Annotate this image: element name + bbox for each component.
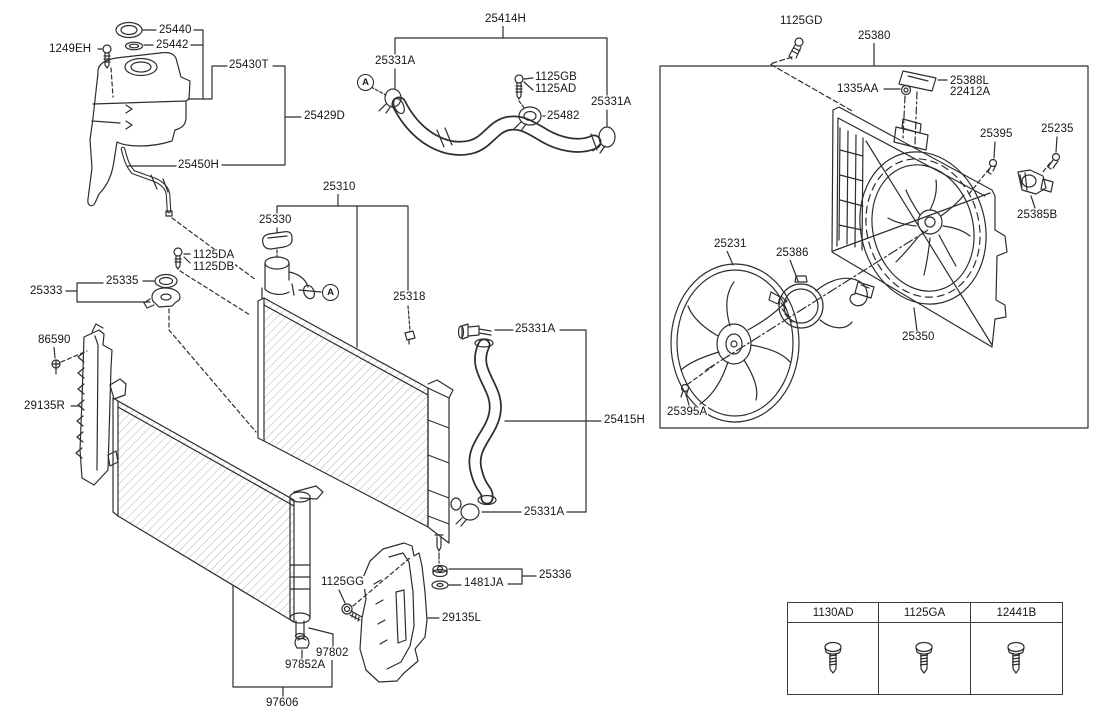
clip-25318	[404, 330, 416, 345]
part-label-25482: 25482	[546, 110, 581, 123]
outlet-fitting	[457, 323, 492, 340]
radiator-core	[263, 297, 429, 528]
part-label-1125GD: 1125GD	[779, 15, 824, 28]
part-label-25331A-1: 25331A	[374, 55, 417, 68]
part-label-1481JA: 1481JA	[463, 577, 505, 590]
part-label-97606: 97606	[265, 697, 300, 710]
part-label-25414H: 25414H	[484, 13, 527, 26]
part-label-29135R: 29135R	[23, 400, 66, 413]
fan-blade	[670, 263, 800, 423]
part-label-25415H: 25415H	[603, 414, 646, 427]
bolt-icon	[824, 641, 842, 674]
air-guard-right	[75, 323, 113, 486]
part-label-25429D: 25429D	[303, 110, 346, 123]
part-label-25388L: 25388L	[949, 75, 990, 88]
part-label-86590: 86590	[37, 334, 72, 347]
part-label-25430T: 25430T	[228, 59, 270, 72]
part-label-25318: 25318	[392, 291, 427, 304]
part-label-25310: 25310	[322, 181, 357, 194]
nut-1335AA	[900, 84, 912, 96]
view-callout-a-2: A	[322, 284, 339, 301]
fastener-col-1130AD: 1130AD	[788, 603, 880, 623]
part-label-1125GB: 1125GB	[534, 71, 578, 84]
part-label-25385B: 25385B	[1016, 209, 1059, 222]
part-label-25333: 25333	[29, 285, 64, 298]
part-label-1125DB: 1125DB	[192, 261, 236, 274]
part-label-97802: 97802	[315, 647, 350, 660]
part-label-25395A: 25395A	[666, 406, 709, 419]
part-label-97852A: 97852A	[284, 659, 327, 672]
part-label-29135L: 29135L	[441, 612, 482, 625]
part-label-1125DA: 1125DA	[192, 249, 236, 262]
clamp-25482	[513, 106, 542, 132]
radiator-tank-right	[427, 379, 454, 544]
reservoir-tank	[87, 51, 191, 207]
screw-1125DA	[173, 247, 183, 270]
part-label-25386: 25386	[775, 247, 810, 260]
fastener-cell-3	[971, 623, 1062, 694]
sensor-25385B	[1017, 169, 1054, 195]
part-label-22412A: 22412A	[949, 86, 992, 99]
air-guard-left	[359, 542, 428, 683]
part-label-25350: 25350	[901, 331, 936, 344]
hose-clamp-left	[378, 88, 402, 114]
hose-clamp-lower	[450, 497, 480, 527]
fastener-col-12441B: 12441B	[970, 603, 1062, 623]
radiator-filler-neck	[261, 256, 316, 300]
reservoir-cap	[115, 21, 143, 39]
mount-stud	[434, 534, 444, 552]
fan-assembly-box	[659, 65, 1089, 429]
part-label-1335AA: 1335AA	[836, 83, 880, 96]
part-label-25336: 25336	[538, 569, 573, 582]
grommet-97852A	[294, 635, 310, 649]
bolt-icon	[915, 641, 934, 674]
part-label-25331A-2: 25331A	[590, 96, 633, 109]
part-label-25395: 25395	[979, 128, 1014, 141]
part-label-25335: 25335	[105, 275, 140, 288]
part-label-25442: 25442	[155, 39, 190, 52]
screw-25235	[1047, 152, 1061, 170]
receiver-drier	[289, 485, 324, 640]
bracket-25388L	[898, 70, 937, 92]
drain-plug-parts	[143, 273, 181, 309]
fastener-cell-2	[879, 623, 971, 694]
part-label-25235: 25235	[1040, 123, 1075, 136]
part-label-25440: 25440	[158, 24, 193, 37]
view-callout-a-1: A	[357, 74, 374, 91]
fastener-cell-1	[788, 623, 880, 694]
bolt-1125GG	[341, 603, 363, 622]
radiator-cap-25330	[262, 231, 293, 250]
part-label-1125GG: 1125GG	[320, 576, 366, 589]
fan-shroud	[831, 106, 1008, 348]
washer-1481JA	[431, 580, 449, 590]
cap-gasket	[124, 41, 144, 51]
part-label-25330: 25330	[258, 214, 293, 227]
part-label-25331A-4: 25331A	[523, 506, 566, 519]
bolt-icon	[1007, 641, 1025, 674]
part-label-25231: 25231	[713, 238, 748, 251]
hose-clamp-right	[592, 126, 616, 154]
reservoir-hose	[120, 146, 172, 214]
screw-25395	[987, 158, 998, 175]
part-label-25380: 25380	[857, 30, 892, 43]
part-label-1249EH: 1249EH	[48, 43, 93, 56]
fastener-col-1125GA: 1125GA	[879, 603, 971, 623]
part-label-1125AD: 1125AD	[534, 83, 578, 96]
screw-1125GD	[788, 37, 804, 60]
part-label-25331A-3: 25331A	[514, 323, 557, 336]
nut-25336	[432, 564, 448, 578]
screw-86590	[51, 359, 61, 375]
fastener-table: 1130AD 1125GA 12441B	[787, 602, 1063, 695]
part-label-25450H: 25450H	[177, 159, 220, 172]
screw-1249EH	[102, 44, 112, 69]
screw-1125GB	[514, 74, 524, 100]
